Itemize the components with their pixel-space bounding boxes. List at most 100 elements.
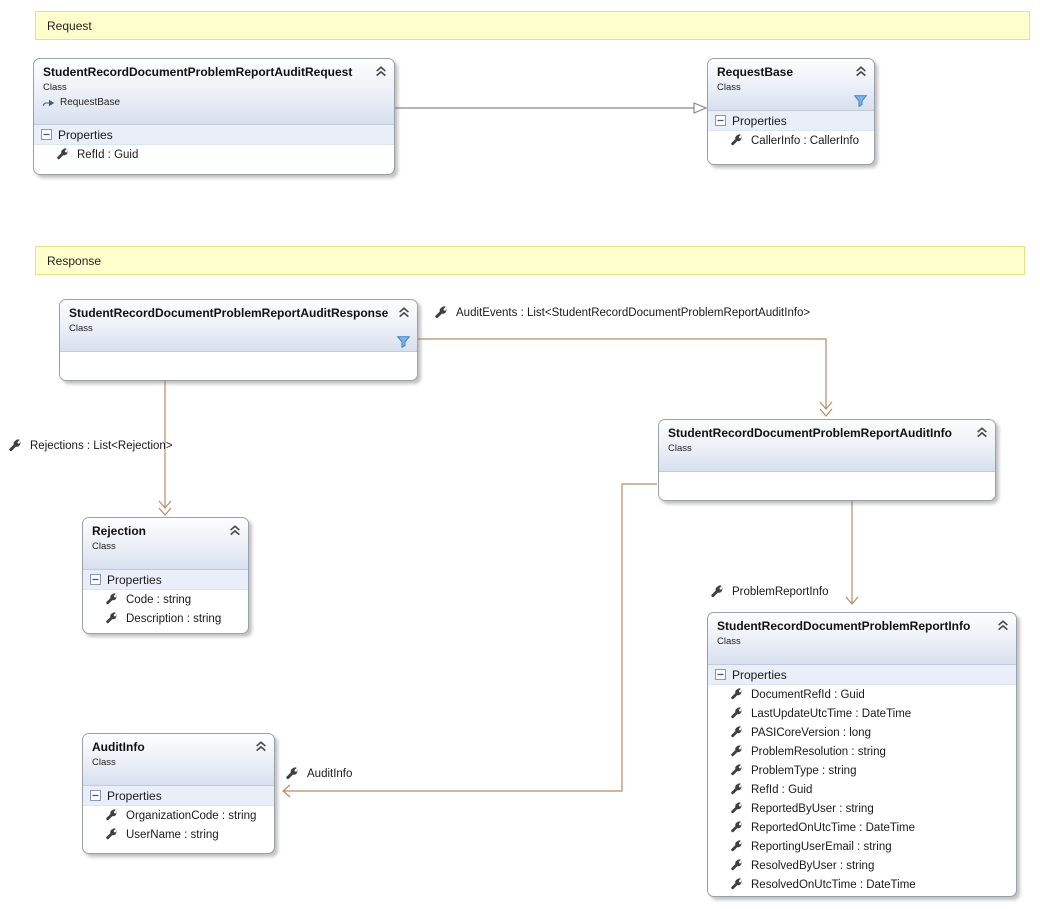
class-box-audit-info[interactable]: AuditInfo Class Properties OrganizationC… — [82, 733, 275, 854]
class-box-request-base[interactable]: RequestBase Class Properties CallerInfo … — [707, 58, 875, 165]
assoc-label-auditinfo[interactable]: AuditInfo — [285, 767, 352, 781]
property-row[interactable]: ProblemType : string — [708, 761, 1016, 780]
property-text: RefId : Guid — [751, 783, 813, 796]
collapse-chevron-icon[interactable] — [398, 307, 410, 318]
class-box-problem-report-info[interactable]: StudentRecordDocumentProblemReportInfo C… — [707, 612, 1017, 897]
class-header: RequestBase Class — [708, 59, 874, 111]
property-text: OrganizationCode : string — [126, 809, 257, 822]
class-title: StudentRecordDocumentProblemReportAuditI… — [668, 426, 952, 440]
class-kind: Class — [92, 541, 116, 552]
banner-request-label: Request — [47, 18, 92, 33]
assoc-label-problemreportinfo[interactable]: ProblemReportInfo — [710, 585, 829, 599]
assoc-label-auditevents[interactable]: AuditEvents : List<StudentRecordDocument… — [434, 306, 810, 320]
collapse-minus-icon[interactable] — [90, 790, 101, 801]
class-title: AuditInfo — [92, 740, 145, 754]
banner-response[interactable]: Response — [35, 246, 1025, 275]
assoc-label-text: ProblemReportInfo — [732, 586, 829, 598]
class-header: StudentRecordDocumentProblemReportInfo C… — [708, 613, 1016, 665]
wrench-icon — [56, 148, 69, 161]
properties-section-header[interactable]: Properties — [83, 570, 248, 590]
inheritance-icon — [43, 99, 55, 107]
property-row[interactable]: Description : string — [83, 609, 248, 628]
collapse-chevron-icon[interactable] — [229, 525, 241, 536]
collapse-chevron-icon[interactable] — [997, 620, 1009, 631]
inheritance-arrowhead-icon — [693, 102, 708, 114]
collapse-chevron-icon[interactable] — [976, 427, 988, 438]
class-box-audit-request[interactable]: StudentRecordDocumentProblemReportAuditR… — [33, 58, 395, 175]
properties-section-header[interactable]: Properties — [34, 125, 394, 145]
class-body-empty — [60, 352, 417, 380]
class-title: StudentRecordDocumentProblemReportInfo — [717, 619, 971, 633]
properties-section-header[interactable]: Properties — [708, 665, 1016, 685]
class-title: RequestBase — [717, 65, 794, 79]
class-header: StudentRecordDocumentProblemReportAuditI… — [659, 420, 995, 472]
filter-funnel-icon[interactable] — [854, 95, 867, 107]
class-box-audit-response[interactable]: StudentRecordDocumentProblemReportAuditR… — [59, 299, 418, 381]
wrench-icon — [730, 783, 743, 796]
property-row[interactable]: ReportedByUser : string — [708, 799, 1016, 818]
property-row[interactable]: PASICoreVersion : long — [708, 723, 1016, 742]
property-row[interactable]: OrganizationCode : string — [83, 806, 274, 825]
property-text: ResolvedByUser : string — [751, 859, 875, 872]
inherits-row: RequestBase — [43, 97, 370, 108]
class-title: Rejection — [92, 524, 147, 538]
collapse-chevron-icon[interactable] — [255, 741, 267, 752]
class-box-rejection[interactable]: Rejection Class Properties Code : string… — [82, 517, 249, 634]
collapse-minus-icon[interactable] — [715, 115, 726, 126]
wrench-icon — [730, 764, 743, 777]
collapse-chevron-icon[interactable] — [855, 66, 867, 77]
property-text: LastUpdateUtcTime : DateTime — [751, 707, 912, 720]
property-text: CallerInfo : CallerInfo — [751, 134, 860, 147]
wrench-icon — [730, 134, 743, 147]
property-text: UserName : string — [126, 828, 219, 841]
property-row[interactable]: UserName : string — [83, 825, 274, 844]
banner-request[interactable]: Request — [35, 11, 1030, 40]
class-kind: Class — [717, 636, 741, 647]
property-row[interactable]: ReportingUserEmail : string — [708, 837, 1016, 856]
collapse-minus-icon[interactable] — [41, 129, 52, 140]
property-row[interactable]: RefId : Guid — [708, 780, 1016, 799]
properties-label: Properties — [107, 788, 162, 803]
property-row[interactable]: DocumentRefId : Guid — [708, 685, 1016, 704]
properties-section-header[interactable]: Properties — [708, 111, 874, 131]
filter-funnel-icon[interactable] — [397, 336, 410, 348]
property-row[interactable]: CallerInfo : CallerInfo — [708, 131, 874, 150]
wrench-icon — [730, 688, 743, 701]
class-body-empty — [659, 472, 995, 500]
wrench-icon — [285, 767, 299, 781]
property-row[interactable]: ResolvedOnUtcTime : DateTime — [708, 875, 1016, 894]
property-text: Description : string — [126, 612, 222, 625]
property-row[interactable]: ProblemResolution : string — [708, 742, 1016, 761]
wrench-icon — [730, 802, 743, 815]
assoc-label-text: Rejections : List<Rejection> — [30, 440, 173, 452]
property-row[interactable]: RefId : Guid — [34, 145, 394, 164]
wrench-icon — [105, 809, 118, 822]
property-row[interactable]: Code : string — [83, 590, 248, 609]
collapse-minus-icon[interactable] — [90, 574, 101, 585]
property-row[interactable]: ReportedOnUtcTime : DateTime — [708, 818, 1016, 837]
class-title: StudentRecordDocumentProblemReportAuditR… — [69, 306, 389, 320]
property-text: ReportingUserEmail : string — [751, 840, 892, 853]
wrench-icon — [710, 585, 724, 599]
inherits-label: RequestBase — [60, 97, 121, 108]
class-kind: Class — [92, 757, 116, 768]
property-text: ResolvedOnUtcTime : DateTime — [751, 878, 916, 891]
property-row[interactable]: ResolvedByUser : string — [708, 856, 1016, 875]
class-kind: Class — [668, 443, 692, 454]
class-box-audit-info-class[interactable]: StudentRecordDocumentProblemReportAuditI… — [658, 419, 996, 501]
wrench-icon — [730, 726, 743, 739]
class-kind: Class — [717, 82, 741, 93]
wrench-icon — [434, 306, 448, 320]
properties-section-header[interactable]: Properties — [83, 786, 274, 806]
class-header: StudentRecordDocumentProblemReportAuditR… — [60, 300, 417, 352]
property-row[interactable]: LastUpdateUtcTime : DateTime — [708, 704, 1016, 723]
wrench-icon — [105, 593, 118, 606]
collapse-minus-icon[interactable] — [715, 669, 726, 680]
class-kind: Class — [69, 323, 93, 334]
collapse-chevron-icon[interactable] — [375, 66, 387, 77]
property-text: RefId : Guid — [77, 148, 139, 161]
assoc-label-text: AuditInfo — [307, 768, 353, 780]
class-kind: Class — [43, 82, 67, 93]
assoc-label-rejections[interactable]: Rejections : List<Rejection> — [8, 439, 173, 453]
